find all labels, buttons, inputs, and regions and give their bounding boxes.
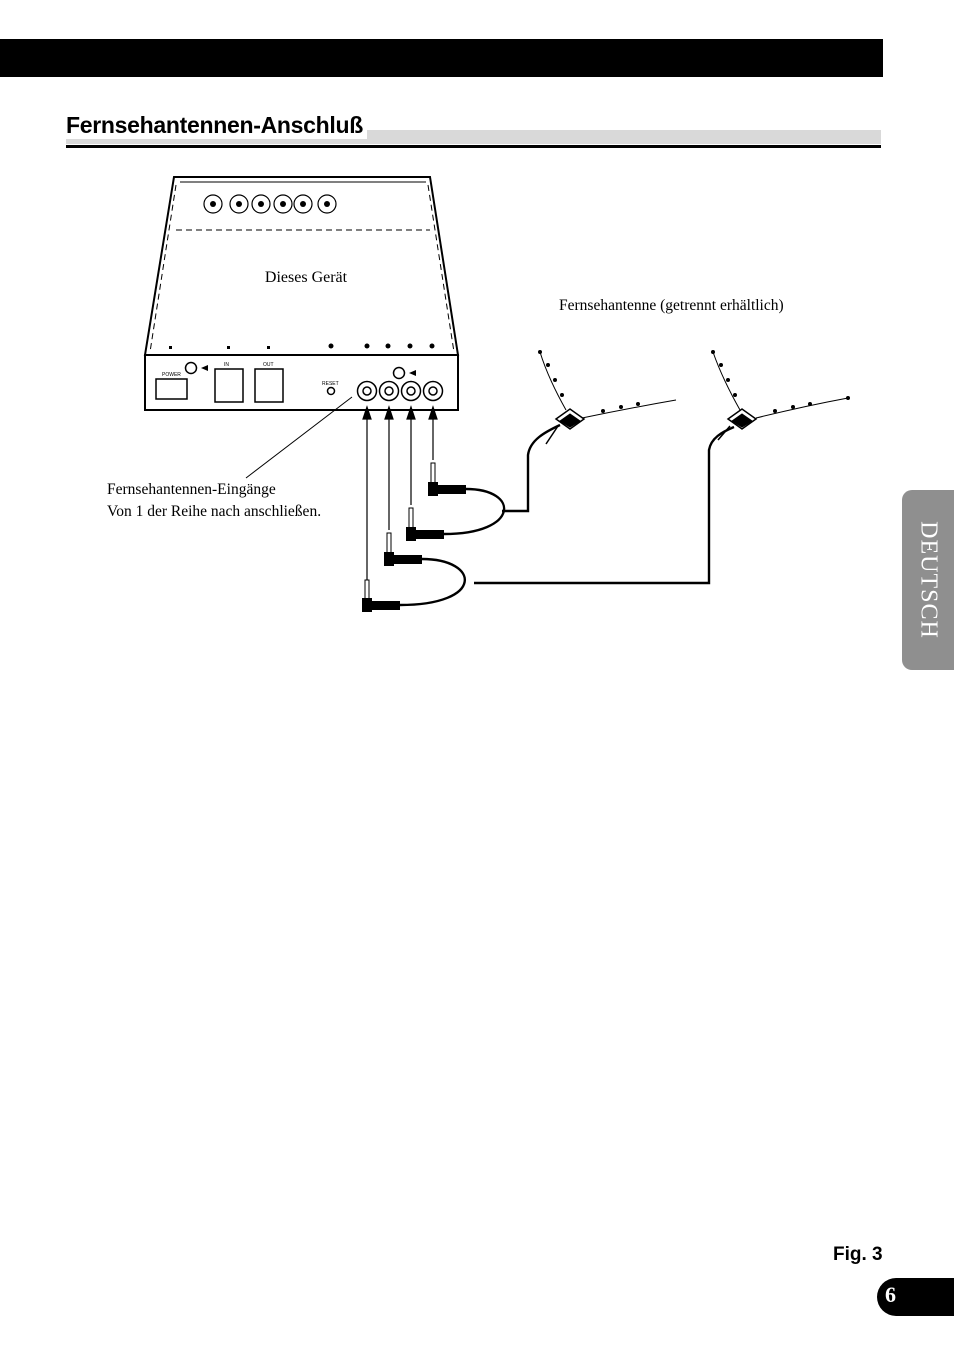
antenna-cables (399, 423, 735, 607)
inputs-label-line2: Von 1 der Reihe nach anschließen. (107, 503, 322, 520)
ground-marks (201, 365, 416, 376)
top-connector-cores (210, 201, 330, 207)
reset-label: RESET (322, 381, 339, 387)
language-side-tab: DEUTSCH (902, 490, 954, 670)
section-heading: Fernsehantennen-Anschluß (66, 112, 367, 139)
power-label: POWER (162, 372, 181, 378)
antenna-2 (711, 350, 850, 441)
connection-diagram: POWER IN OUT RESET (143, 176, 850, 612)
inputs-leader-line (245, 396, 353, 479)
page-number: 6 (885, 1282, 896, 1307)
figure-label: Fig. 3 (833, 1244, 883, 1265)
top-connectors (203, 194, 337, 214)
header-black-bar (0, 39, 883, 77)
heading-rule (66, 145, 881, 148)
antenna-plugs (362, 462, 466, 612)
language-tab-label: DEUTSCH (915, 521, 942, 639)
insert-arrows (362, 405, 438, 580)
inputs-label: Fernsehantennen-Eingänge Von 1 der Reihe… (107, 479, 321, 523)
status-dots (169, 343, 435, 349)
antenna-label: Fernsehantenne (getrennt erhältlich) (559, 297, 784, 314)
antenna-1 (538, 350, 677, 445)
inputs-label-line1: Fernsehantennen-Eingänge (107, 481, 276, 498)
page-number-badge: 6 (877, 1278, 954, 1316)
in-label: IN (224, 362, 229, 368)
out-label: OUT (263, 362, 274, 368)
front-panel (155, 361, 444, 403)
device-label: Dieses Gerät (243, 266, 369, 292)
